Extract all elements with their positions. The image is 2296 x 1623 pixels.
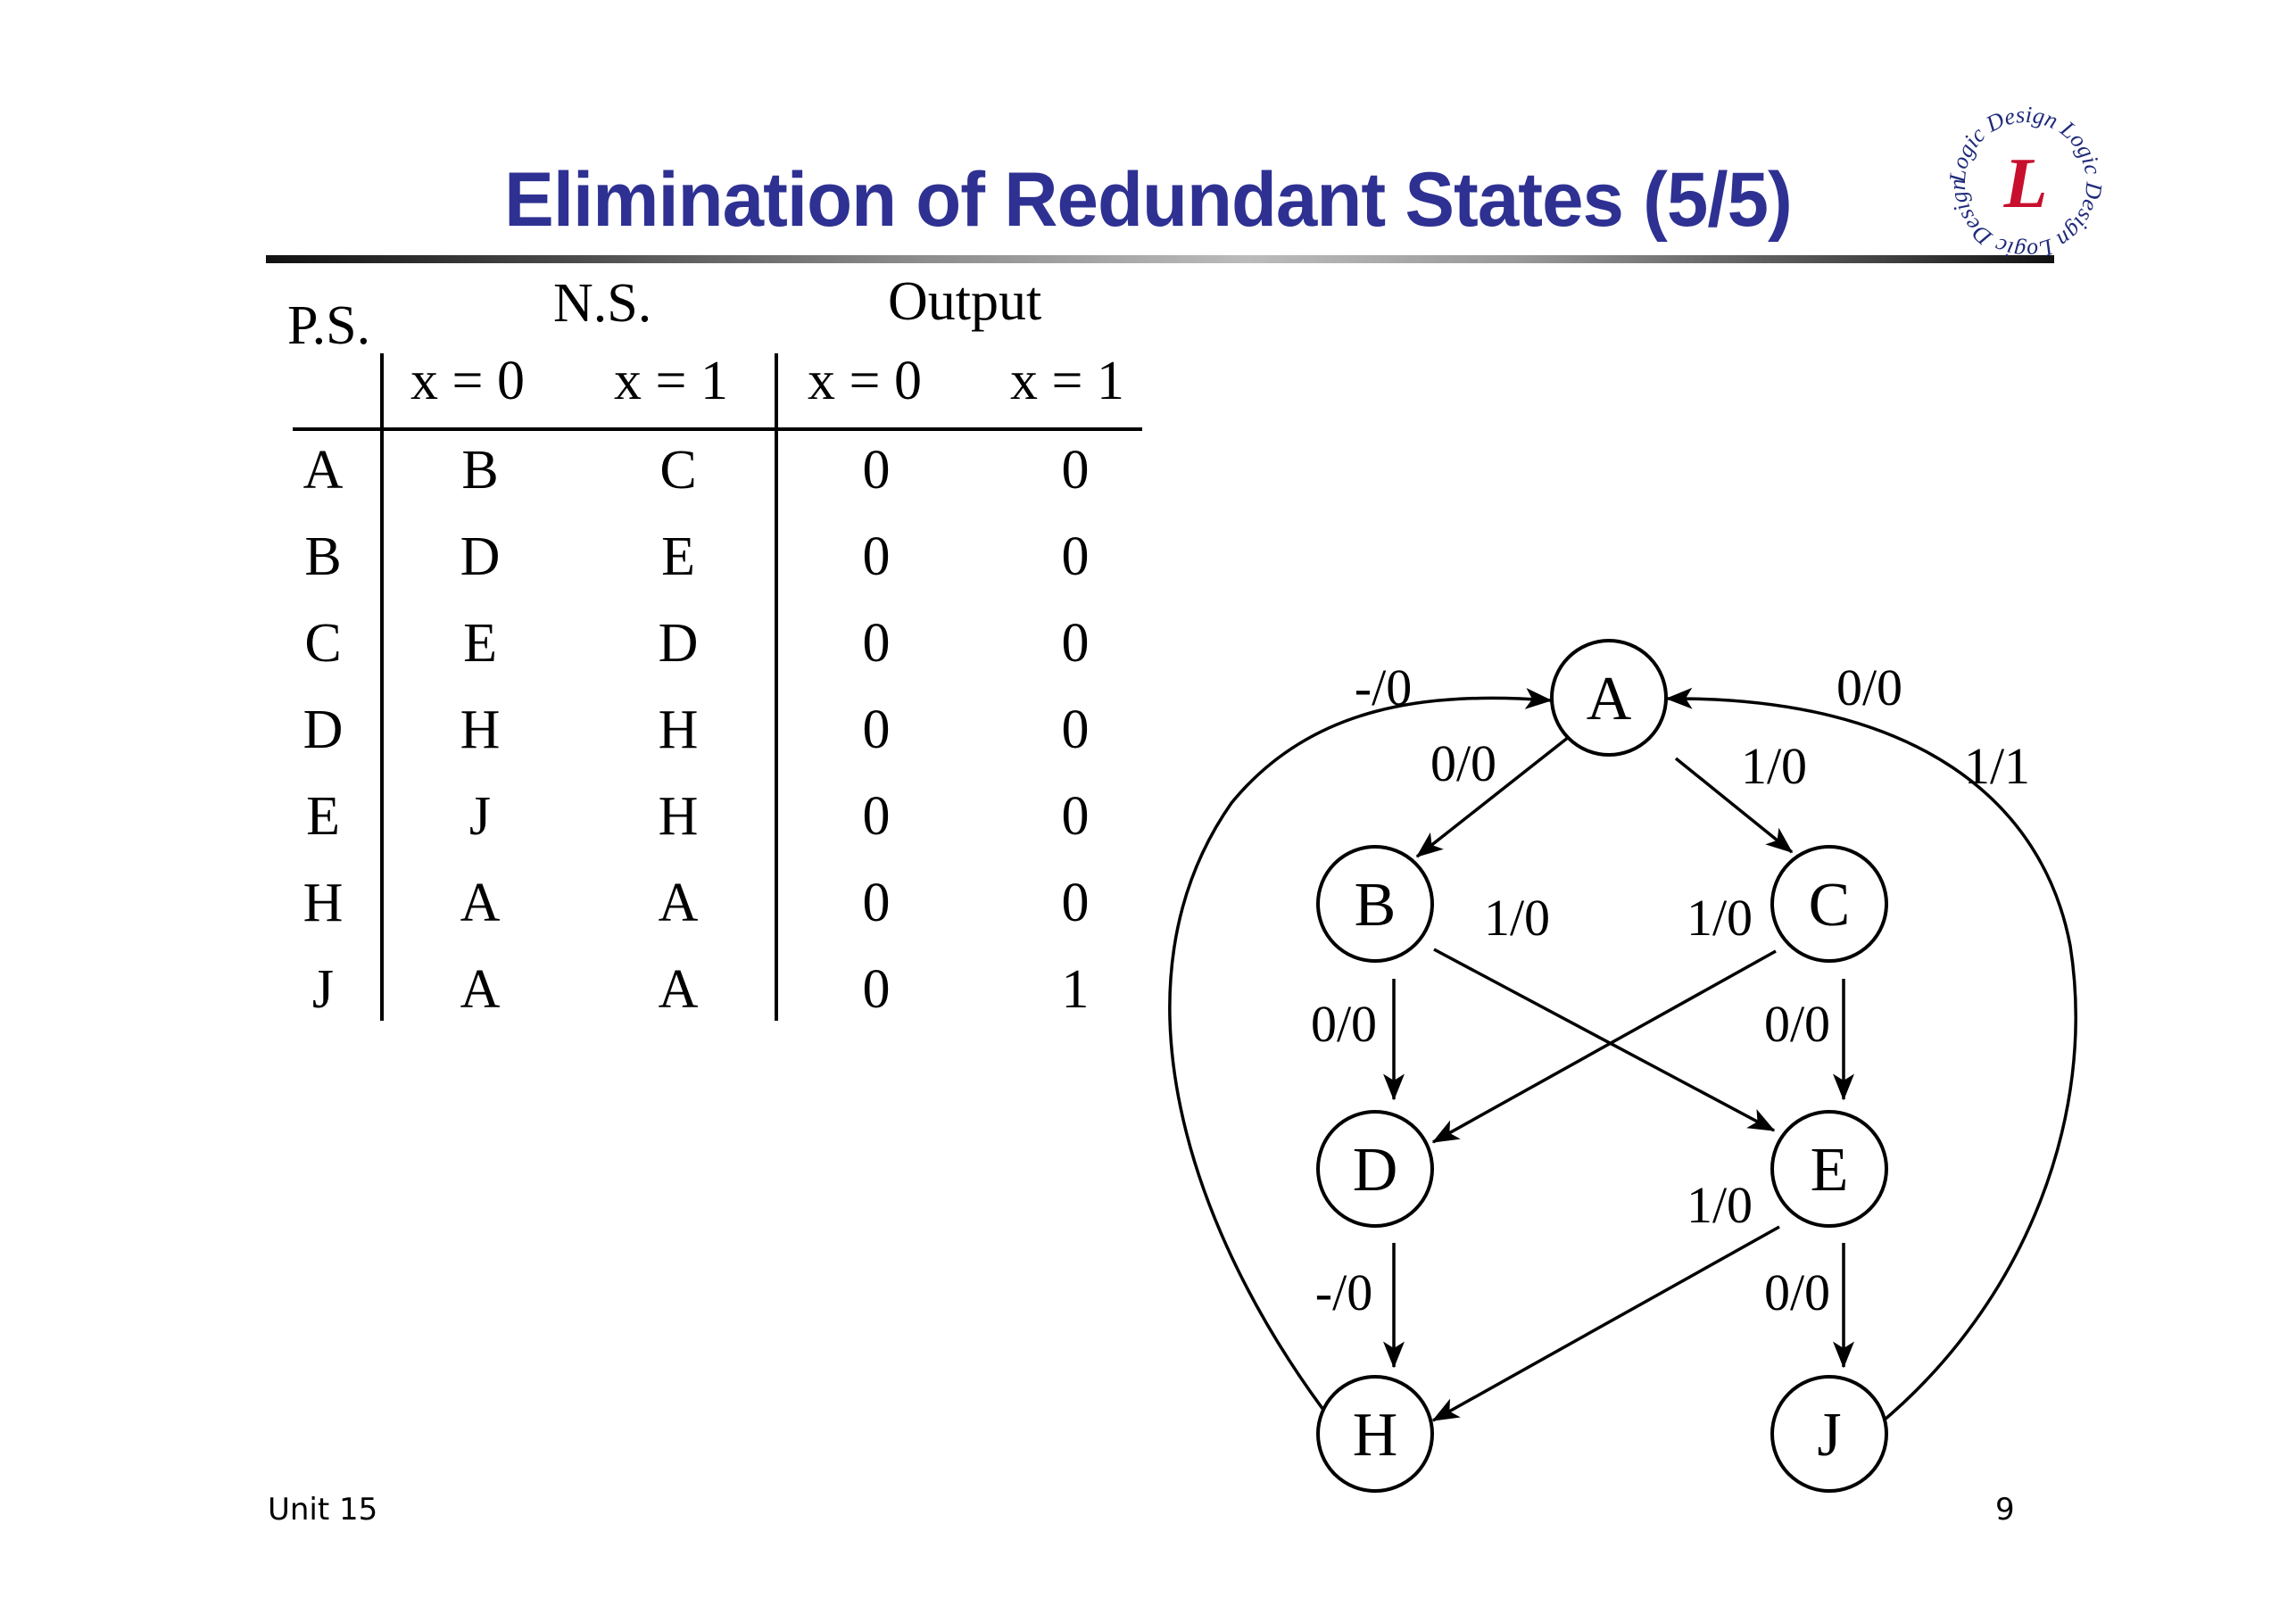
ps-header: P.S. bbox=[287, 295, 371, 356]
state-circle bbox=[1316, 1110, 1434, 1228]
cell-ps: A bbox=[303, 440, 344, 501]
state-label: H bbox=[1353, 1401, 1398, 1470]
transition-label-d-h: -/0 bbox=[1315, 1263, 1372, 1321]
table-divider-ps bbox=[380, 353, 384, 1021]
transition-arrow-c-d bbox=[1431, 949, 1777, 1144]
subheader-ns-x0: x = 0 bbox=[410, 351, 525, 411]
subheader-ns-x1: x = 1 bbox=[614, 351, 728, 411]
cell-ns-x0: A bbox=[460, 873, 501, 933]
cell-ns-x0: H bbox=[460, 700, 501, 760]
cell-ns-x0: B bbox=[461, 440, 499, 501]
state-label: D bbox=[1353, 1136, 1398, 1205]
cell-ns-x1: A bbox=[658, 959, 699, 1020]
cell-ns-x1: H bbox=[658, 786, 699, 847]
cell-out-x0: 0 bbox=[862, 873, 891, 933]
table-header-rule bbox=[293, 427, 1142, 431]
title-divider bbox=[266, 255, 2054, 263]
state-node-b: B bbox=[1316, 845, 1434, 963]
cell-ns-x0: A bbox=[460, 959, 501, 1020]
state-circle bbox=[1770, 1110, 1888, 1228]
state-label: A bbox=[1587, 665, 1632, 733]
cell-out-x0: 0 bbox=[862, 613, 891, 674]
state-circle bbox=[1316, 845, 1434, 963]
transition-label-c-d: 1/0 bbox=[1687, 889, 1753, 947]
cell-out-x0: 0 bbox=[862, 959, 891, 1020]
state-node-a: A bbox=[1550, 639, 1668, 757]
state-label: B bbox=[1355, 871, 1397, 940]
transition-label-h-a: -/0 bbox=[1355, 658, 1412, 716]
transition-label-a-c: 1/0 bbox=[1741, 737, 1807, 795]
cell-ps: H bbox=[303, 873, 344, 933]
transition-label-j-a: 1/1 bbox=[1964, 737, 2030, 795]
cell-out-x0: 0 bbox=[862, 526, 891, 587]
cell-out-x0: 0 bbox=[862, 786, 891, 847]
slide-title: Elimination of Redundant States (5/5) bbox=[504, 157, 1793, 243]
cell-ps: D bbox=[303, 700, 344, 760]
transition-arrow-h-a bbox=[1168, 687, 1553, 1426]
page-number: 9 bbox=[1995, 1492, 2015, 1528]
cell-ns-x1: D bbox=[658, 613, 699, 674]
cell-out-x0: 0 bbox=[862, 700, 891, 760]
state-label: C bbox=[1809, 871, 1851, 940]
logic-design-logo-icon: Logic Design Logic Design Logic Design L bbox=[1936, 102, 2115, 264]
transition-label-b-d: 0/0 bbox=[1311, 995, 1377, 1053]
state-node-e: E bbox=[1770, 1110, 1888, 1228]
subheader-out-x0: x = 0 bbox=[808, 351, 922, 411]
cell-out-x1: 1 bbox=[1061, 959, 1090, 1020]
cell-ps: J bbox=[311, 959, 335, 1020]
transition-label-c-e: 0/0 bbox=[1764, 995, 1830, 1053]
transition-arrow-a-b bbox=[1415, 735, 1571, 858]
transition-label-e-h: 1/0 bbox=[1687, 1176, 1753, 1234]
state-node-d: D bbox=[1316, 1110, 1434, 1228]
cell-out-x1: 0 bbox=[1061, 440, 1090, 501]
state-circle bbox=[1770, 1375, 1888, 1493]
cell-ps: E bbox=[306, 786, 340, 847]
cell-ns-x0: E bbox=[463, 613, 497, 674]
ns-header: N.S. bbox=[553, 273, 652, 334]
cell-ps: B bbox=[304, 526, 342, 587]
state-label: J bbox=[1817, 1401, 1841, 1470]
cell-out-x0: 0 bbox=[862, 440, 891, 501]
cell-ns-x1: A bbox=[658, 873, 699, 933]
cell-out-x1: 0 bbox=[1061, 786, 1090, 847]
cell-out-x1: 0 bbox=[1061, 526, 1090, 587]
transition-arrow-a-c bbox=[1674, 757, 1794, 854]
output-header: Output bbox=[888, 271, 1042, 332]
transition-label-e-j: 0/0 bbox=[1764, 1263, 1830, 1321]
table-divider-output bbox=[775, 353, 778, 1021]
cell-ns-x0: J bbox=[468, 786, 492, 847]
transition-arrow-j-a bbox=[1665, 687, 2077, 1427]
state-circle bbox=[1316, 1375, 1434, 1493]
cell-out-x1: 0 bbox=[1061, 873, 1090, 933]
state-node-h: H bbox=[1316, 1375, 1434, 1493]
transition-label-j-a: 0/0 bbox=[1836, 658, 1902, 716]
transition-arrow-e-h bbox=[1431, 1225, 1780, 1422]
transition-arrow-b-e bbox=[1433, 948, 1776, 1132]
subheader-out-x1: x = 1 bbox=[1010, 351, 1124, 411]
transition-label-b-e: 1/0 bbox=[1484, 889, 1550, 947]
cell-ns-x0: D bbox=[460, 526, 501, 587]
cell-out-x1: 0 bbox=[1061, 700, 1090, 760]
cell-out-x1: 0 bbox=[1061, 613, 1090, 674]
footer-unit: Unit 15 bbox=[268, 1492, 378, 1528]
state-circle bbox=[1550, 639, 1668, 757]
state-circle bbox=[1770, 845, 1888, 963]
cell-ns-x1: H bbox=[658, 700, 699, 760]
cell-ns-x1: C bbox=[659, 440, 697, 501]
logo-monogram: L bbox=[2003, 145, 2048, 223]
state-node-c: C bbox=[1770, 845, 1888, 963]
transition-label-a-b: 0/0 bbox=[1430, 734, 1496, 792]
state-label: E bbox=[1811, 1136, 1849, 1205]
cell-ns-x1: E bbox=[661, 526, 695, 587]
cell-ps: C bbox=[304, 613, 342, 674]
state-node-j: J bbox=[1770, 1375, 1888, 1493]
